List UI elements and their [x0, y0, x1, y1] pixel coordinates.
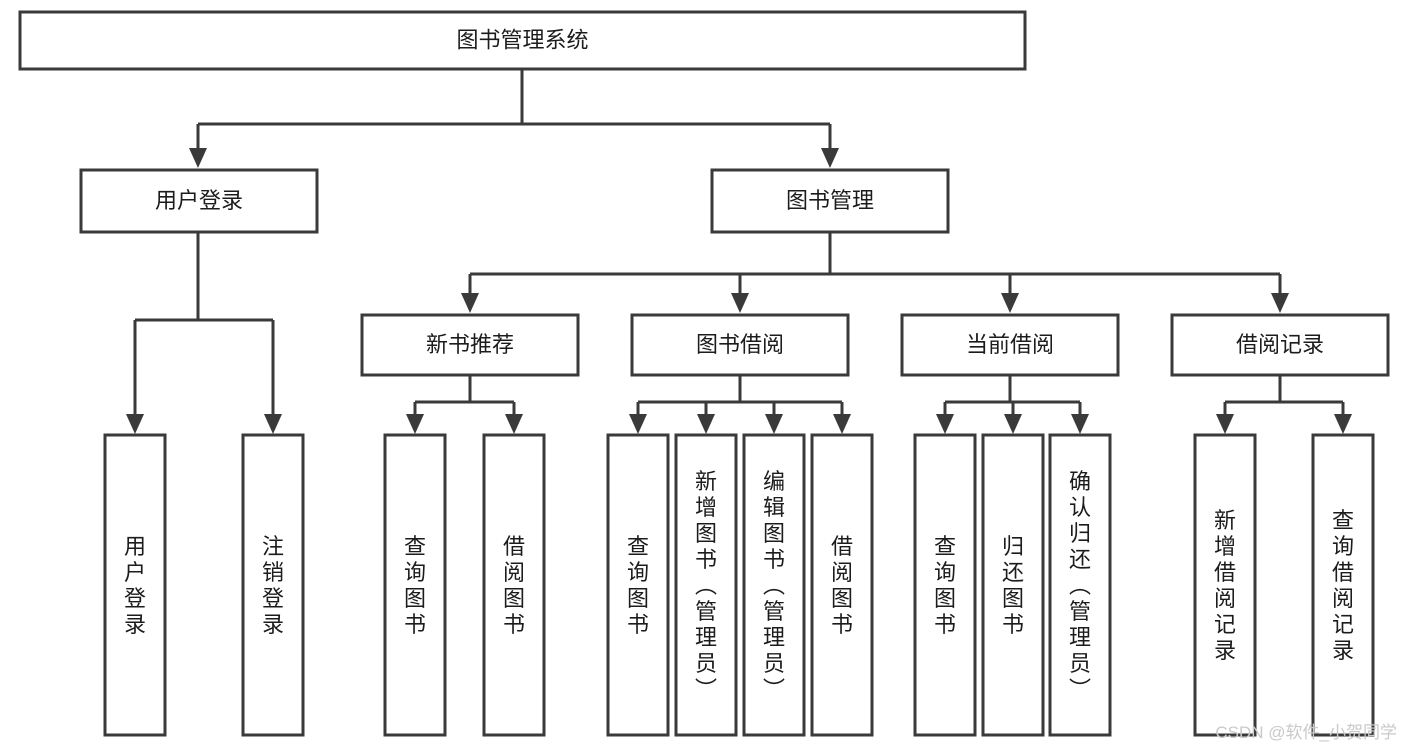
node-box-leaf-bb-query-book[interactable]	[606, 433, 670, 737]
node-leaf-br-add-record[interactable]: 新增借阅记录	[1193, 433, 1257, 737]
arrow-to-leaf-user-logout	[264, 414, 282, 434]
node-box-leaf-bb-edit-book[interactable]	[742, 433, 806, 737]
node-box-leaf-user-logout[interactable]	[241, 433, 305, 737]
node-book-borrow[interactable]: 图书借阅	[630, 313, 850, 377]
node-box-leaf-rec-query-book[interactable]	[383, 433, 447, 737]
node-new-book-recommend[interactable]: 新书推荐	[360, 313, 580, 377]
node-box-current-borrow[interactable]	[900, 313, 1120, 377]
nodes-group: 图书管理系统用户登录图书管理新书推荐图书借阅当前借阅借阅记录用户登录注销登录查询…	[18, 10, 1390, 737]
node-leaf-bb-query-book[interactable]: 查询图书	[606, 433, 670, 737]
node-label-borrow-record: 借阅记录	[1236, 332, 1324, 357]
node-label-root: 图书管理系统	[456, 27, 588, 52]
node-box-leaf-br-query-record[interactable]	[1311, 433, 1375, 737]
node-leaf-user-logout[interactable]: 注销登录	[241, 433, 305, 737]
node-box-leaf-cb-confirm-return[interactable]	[1048, 433, 1112, 737]
arrow-to-leaf-bb3	[765, 414, 783, 434]
node-label-leaf-user-login: 用户登录	[124, 534, 146, 637]
node-box-book-borrow[interactable]	[630, 313, 850, 377]
node-label-user-login: 用户登录	[155, 188, 243, 213]
node-leaf-user-login[interactable]: 用户登录	[103, 433, 167, 737]
arrow-to-leaf-rec2	[505, 414, 523, 434]
node-box-user-login[interactable]	[79, 168, 319, 234]
node-label-leaf-cb-query-book: 查询图书	[934, 534, 956, 637]
node-label-leaf-cb-confirm-return: 确认归还︵管理员︶	[1069, 469, 1091, 702]
node-user-login[interactable]: 用户登录	[79, 168, 319, 234]
node-borrow-record[interactable]: 借阅记录	[1170, 313, 1390, 377]
connector-lines-group	[133, 69, 1345, 415]
arrow-to-leaf-cb1	[936, 414, 954, 434]
node-box-leaf-cb-query-book[interactable]	[913, 433, 977, 737]
node-leaf-bb-add-book[interactable]: 新增图书︵管理员︶	[674, 433, 738, 737]
node-leaf-bb-borrow-book[interactable]: 借阅图书	[810, 433, 874, 737]
arrow-heads-group	[126, 148, 1352, 434]
node-label-book-manage: 图书管理	[786, 188, 874, 213]
arrow-to-leaf-cb3	[1071, 414, 1089, 434]
node-label-leaf-br-add-record: 新增借阅记录	[1214, 508, 1236, 663]
node-leaf-br-query-record[interactable]: 查询借阅记录	[1311, 433, 1375, 737]
node-book-manage[interactable]: 图书管理	[710, 168, 950, 234]
node-leaf-rec-borrow-book[interactable]: 借阅图书	[482, 433, 546, 737]
node-box-leaf-bb-borrow-book[interactable]	[810, 433, 874, 737]
arrow-to-leaf-bb1	[629, 414, 647, 434]
arrow-to-bb	[731, 293, 749, 313]
arrow-to-leaf-br1	[1216, 414, 1234, 434]
csdn-watermark: CSDN @软件_小贺同学	[1215, 723, 1397, 742]
node-label-leaf-bb-query-book: 查询图书	[627, 534, 649, 637]
node-root[interactable]: 图书管理系统	[18, 10, 1027, 71]
arrow-to-leaf-rec1	[406, 414, 424, 434]
node-label-leaf-br-query-record: 查询借阅记录	[1332, 508, 1354, 663]
arrow-to-user-login	[189, 148, 207, 168]
node-leaf-rec-query-book[interactable]: 查询图书	[383, 433, 447, 737]
node-label-leaf-rec-borrow-book: 借阅图书	[503, 534, 525, 637]
node-label-leaf-bb-add-book: 新增图书︵管理员︶	[695, 469, 717, 702]
node-box-leaf-br-add-record[interactable]	[1193, 433, 1257, 737]
node-box-leaf-rec-borrow-book[interactable]	[482, 433, 546, 737]
arrow-to-cb	[1001, 293, 1019, 313]
node-box-book-manage[interactable]	[710, 168, 950, 234]
node-label-leaf-bb-edit-book: 编辑图书︵管理员︶	[763, 469, 785, 702]
node-leaf-cb-confirm-return[interactable]: 确认归还︵管理员︶	[1048, 433, 1112, 737]
node-box-borrow-record[interactable]	[1170, 313, 1390, 377]
node-box-new-book-recommend[interactable]	[360, 313, 580, 377]
node-leaf-cb-return-book[interactable]: 归还图书	[981, 433, 1045, 737]
arrow-to-leaf-cb2	[1004, 414, 1022, 434]
node-label-leaf-rec-query-book: 查询图书	[404, 534, 426, 637]
node-box-leaf-bb-add-book[interactable]	[674, 433, 738, 737]
arrow-to-br	[1271, 293, 1289, 313]
node-label-leaf-user-logout: 注销登录	[262, 534, 284, 637]
arrow-to-rec	[461, 293, 479, 313]
arrow-to-leaf-user-login	[126, 414, 144, 434]
arrow-to-leaf-br2	[1334, 414, 1352, 434]
node-box-leaf-user-login[interactable]	[103, 433, 167, 737]
node-label-leaf-cb-return-book: 归还图书	[1002, 534, 1024, 637]
node-box-root[interactable]	[18, 10, 1027, 71]
node-leaf-cb-query-book[interactable]: 查询图书	[913, 433, 977, 737]
node-label-leaf-bb-borrow-book: 借阅图书	[831, 534, 853, 637]
node-leaf-bb-edit-book[interactable]: 编辑图书︵管理员︶	[742, 433, 806, 737]
node-current-borrow[interactable]: 当前借阅	[900, 313, 1120, 377]
node-label-book-borrow: 图书借阅	[696, 332, 784, 357]
arrow-to-book-manage	[821, 148, 839, 168]
node-box-leaf-cb-return-book[interactable]	[981, 433, 1045, 737]
node-label-current-borrow: 当前借阅	[966, 332, 1054, 357]
arrow-to-leaf-bb2	[697, 414, 715, 434]
node-label-new-book-recommend: 新书推荐	[426, 332, 514, 357]
arrow-to-leaf-bb4	[833, 414, 851, 434]
